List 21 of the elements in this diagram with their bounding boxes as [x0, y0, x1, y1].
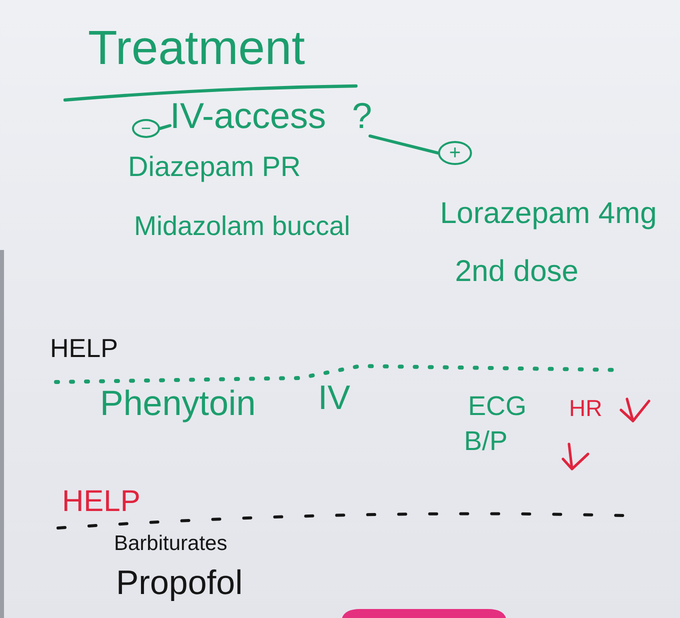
drug-name: Lorazepam 4mg	[440, 198, 657, 230]
monitoring-text: ECG	[468, 392, 527, 420]
drug-name: Diazepam PR	[128, 152, 301, 182]
monitoring-text: B/P	[464, 427, 508, 456]
vital-sign-text: HR	[569, 396, 602, 420]
drug-name: Midazolam buccal	[134, 212, 350, 240]
drug-name: Propofol	[116, 566, 243, 602]
connector-line	[158, 124, 172, 130]
question-text: IV-access ?	[170, 98, 372, 134]
connector-line	[368, 134, 440, 154]
plus-circle	[438, 141, 472, 165]
drug-name: Phenytoin	[100, 386, 256, 423]
help-heading: HELP	[50, 335, 118, 362]
minus-circle	[132, 119, 160, 138]
sign-symbol: +	[449, 143, 461, 163]
sign-symbol: −	[141, 120, 151, 137]
dose-note: 2nd dose	[455, 256, 578, 288]
route-text: IV	[318, 381, 350, 417]
title-text: Treatment	[88, 24, 305, 74]
help-heading: HELP	[62, 486, 140, 518]
drug-name: Barbiturates	[114, 533, 228, 556]
